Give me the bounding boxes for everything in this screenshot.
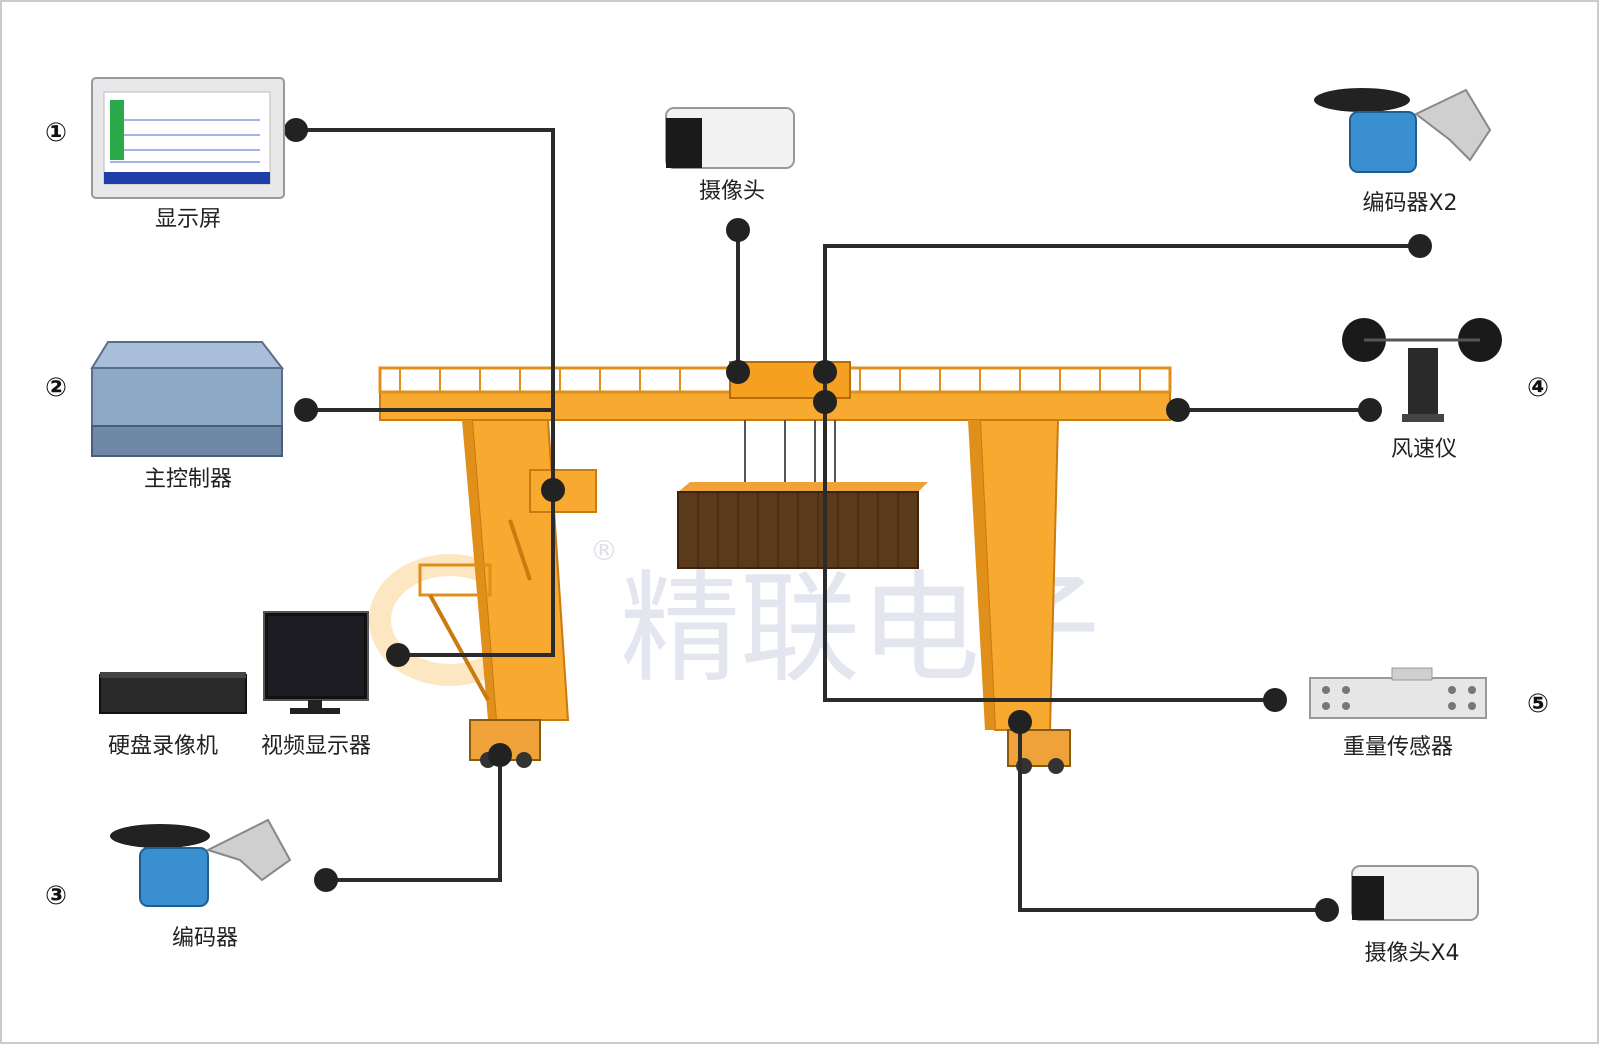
main-controller-device [90,341,285,457]
number-2: ② [45,373,67,403]
weight-sensor-device [1309,667,1487,719]
dot-trolley-weight [813,390,837,414]
anemometer-device [1342,318,1502,422]
dot-camera-top [726,218,750,242]
encoder-x2-device [1314,88,1492,173]
dot-trolley-encoder [813,360,837,384]
stair-flight [428,594,490,701]
encoder-left-device [110,818,292,907]
connection-dots [284,118,1432,922]
dot-cab [541,478,565,502]
dvr-device [99,672,247,714]
dot-trolley-camera [726,360,750,384]
watermark-registered: ® [590,534,618,567]
dot-video-monitor [386,643,410,667]
label-encoder-x2: 编码器X2 [1362,191,1457,216]
label-display-screen: 显示屏 [155,207,221,232]
left-leg-side [462,420,496,720]
container-top [678,482,928,492]
number-5: ⑤ [1527,689,1549,719]
railing-posts [399,368,1141,392]
dot-right-bogie [1008,710,1032,734]
stair-platform [418,563,492,597]
left-wheel-2 [516,752,532,768]
container-ribs [697,492,899,568]
number-4: ④ [1527,373,1549,403]
right-leg-side [968,420,995,730]
camera-top-device [665,107,795,169]
label-weight-sensor: 重量传感器 [1343,735,1453,760]
label-dvr: 硬盘录像机 [108,734,218,759]
right-wheel-2 [1048,758,1064,774]
dot-girder-end [1166,398,1190,422]
line-camera-x4 [1018,722,1327,912]
stair-flight-upper [508,519,532,581]
dot-encoder-left [314,868,338,892]
dot-camera-x4 [1315,898,1339,922]
line-display-screen [296,128,555,657]
dot-anemometer [1358,398,1382,422]
dot-controller [294,398,318,422]
dot-display [284,118,308,142]
label-camera-top: 摄像头 [699,179,765,204]
dot-encoder-x2 [1408,234,1432,258]
label-main-controller: 主控制器 [144,467,232,492]
hoist-ropes [744,420,836,490]
label-camera-x4: 摄像头X4 [1364,941,1459,966]
display-screen-device [91,77,285,199]
dot-weight-sensor [1263,688,1287,712]
video-monitor-device [263,611,369,714]
dot-left-bogie [488,743,512,767]
label-encoder-left: 编码器 [172,926,238,951]
camera-x4-device [1351,865,1479,921]
line-encoder-left [326,755,502,882]
label-video-monitor: 视频显示器 [261,734,371,759]
label-anemometer: 风速仪 [1391,437,1457,462]
number-3: ③ [45,881,67,911]
line-encoder-weight [823,244,1420,702]
connection-lines [296,128,1420,912]
number-1: ① [45,118,67,148]
